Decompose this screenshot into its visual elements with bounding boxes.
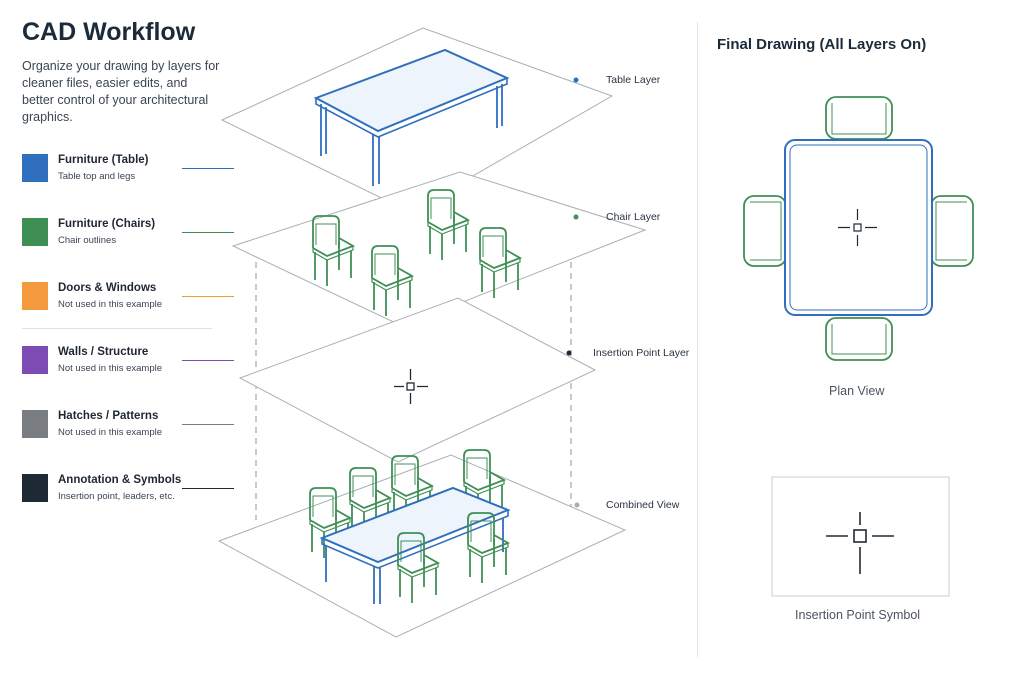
legend-line xyxy=(182,232,234,233)
legend-line xyxy=(182,360,234,361)
legend-desc: Insertion point, leaders, etc. xyxy=(58,491,175,502)
legend-item-furniture-chairs: Furniture (Chairs) Chair outlines xyxy=(22,218,234,258)
swatch-doors xyxy=(22,282,48,310)
legend-line xyxy=(182,424,234,425)
plan-table xyxy=(784,139,933,316)
legend-item-furniture-table: Furniture (Table) Table top and legs xyxy=(22,154,234,194)
insertion-point-3d-icon xyxy=(394,369,428,404)
legend-item-doors-windows: Doors & Windows Not used in this example xyxy=(22,282,234,322)
symbol-box xyxy=(771,476,950,597)
insertion-point-symbol-icon xyxy=(826,512,894,574)
legend-line xyxy=(182,168,234,169)
plan-chairs xyxy=(743,96,974,361)
legend-name: Doors & Windows xyxy=(58,282,157,294)
label-combined-view: Combined View xyxy=(606,499,680,511)
intro-text: Organize your drawing by layers for clea… xyxy=(22,59,220,124)
plan-view-caption: Plan View xyxy=(829,384,885,398)
legend-name: Hatches / Patterns xyxy=(58,410,159,422)
legend-line xyxy=(182,296,234,297)
label-chair-layer: Chair Layer xyxy=(606,211,661,223)
legend-name: Furniture (Chairs) xyxy=(58,218,156,230)
table-layer-marker xyxy=(573,77,579,83)
legend-line xyxy=(182,488,234,489)
legend-desc: Not used in this example xyxy=(58,427,163,438)
plane-table-layer xyxy=(220,27,614,213)
legend-name: Furniture (Table) xyxy=(58,154,149,166)
label-insertion-layer: Insertion Point Layer xyxy=(593,347,690,359)
table-3d-icon xyxy=(313,48,510,186)
legend-item-hatches: Hatches / Patterns Not used in this exam… xyxy=(22,410,234,450)
legend-divider xyxy=(22,328,212,329)
page-title: CAD Workflow xyxy=(22,18,196,46)
legend-item-annotation: Annotation & Symbols Insertion point, le… xyxy=(22,474,234,514)
swatch-walls xyxy=(22,346,48,374)
right-panel-title: Final Drawing (All Layers On) xyxy=(717,36,927,53)
swatch-chairs xyxy=(22,218,48,246)
vertical-separator xyxy=(697,22,698,657)
insertion-layer-marker xyxy=(566,350,572,356)
chair-layer-marker xyxy=(573,214,579,220)
dashed-connectors xyxy=(255,262,572,520)
legend-desc: Table top and legs xyxy=(58,171,136,182)
swatch-hatches xyxy=(22,410,48,438)
symbol-caption: Insertion Point Symbol xyxy=(795,608,921,622)
legend-desc: Not used in this example xyxy=(58,363,163,374)
swatch-annotation xyxy=(22,474,48,502)
label-table-layer: Table Layer xyxy=(606,74,661,86)
combined-table xyxy=(319,486,511,604)
plan-insertion-point xyxy=(838,209,877,246)
combined-view-marker xyxy=(574,502,580,508)
plane-insertion-layer xyxy=(238,297,597,463)
legend-item-walls-structure: Walls / Structure Not used in this examp… xyxy=(22,346,234,386)
legend-desc: Not used in this example xyxy=(58,299,163,310)
swatch-table xyxy=(22,154,48,182)
legend-desc: Chair outlines xyxy=(58,235,117,246)
legend-name: Annotation & Symbols xyxy=(58,474,182,486)
layer-stack-diagram xyxy=(217,27,647,638)
plane-chair-layer xyxy=(231,171,647,327)
legend-name: Walls / Structure xyxy=(58,346,149,358)
plane-combined-view xyxy=(217,454,627,638)
